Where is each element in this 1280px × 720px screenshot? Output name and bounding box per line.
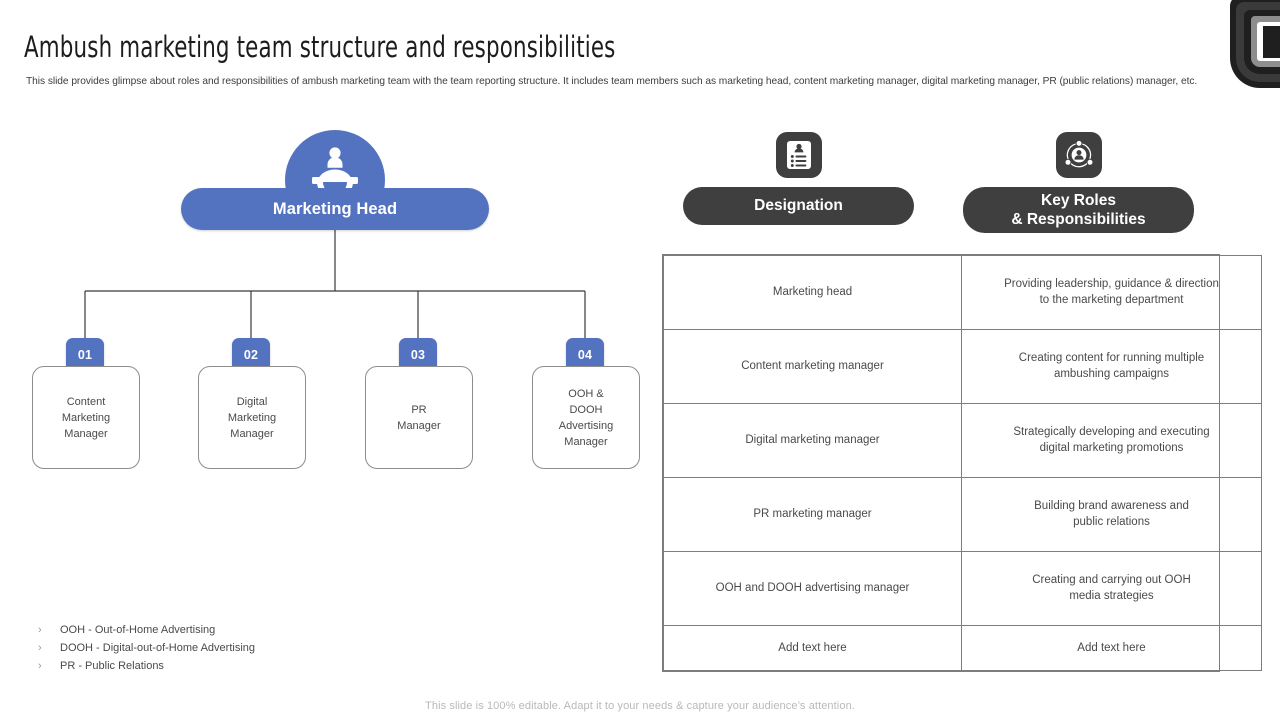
marketing-head-node[interactable]: Marketing Head xyxy=(181,188,489,230)
legend-item-label: PR - Public Relations xyxy=(60,660,164,672)
designation-header-pill: Designation xyxy=(683,187,914,225)
page-title: Ambush marketing team structure and resp… xyxy=(24,30,616,64)
table-row: Add text here Add text here xyxy=(663,624,1262,672)
key-roles-header-pill: Key Roles & Responsibilities xyxy=(963,187,1194,233)
legend-item: › OOH - Out-of-Home Advertising xyxy=(38,622,378,638)
badge-number: 02 xyxy=(243,348,259,362)
org-node-content-marketing-manager[interactable]: Content Marketing Manager xyxy=(32,366,140,469)
key-roles-column-header: Key Roles & Responsibilities xyxy=(938,132,1219,233)
abbreviation-legend: › OOH - Out-of-Home Advertising › DOOH -… xyxy=(38,622,378,676)
key-roles-header-label: Key Roles & Responsibilities xyxy=(1011,192,1146,228)
responsibilities-table: Marketing head Providing leadership, gui… xyxy=(662,254,1262,672)
chevron-right-icon: › xyxy=(38,660,42,672)
cell-responsibility: Creating and carrying out OOH media stra… xyxy=(961,550,1262,626)
table-row: Marketing head Providing leadership, gui… xyxy=(663,255,1262,330)
table-row: Digital marketing manager Strategically … xyxy=(663,402,1262,478)
cell-responsibility: Strategically developing and executing d… xyxy=(961,402,1262,478)
table-row: Content marketing manager Creating conte… xyxy=(663,328,1262,404)
cell-designation: OOH and DOOH advertising manager xyxy=(663,550,962,626)
badge-number: 03 xyxy=(410,348,426,362)
org-node-label: OOH & DOOH Advertising Manager xyxy=(558,387,614,448)
org-chart-connectors xyxy=(84,230,586,338)
chevron-right-icon: › xyxy=(38,624,42,636)
footer-note: This slide is 100% editable. Adapt it to… xyxy=(425,700,855,712)
cell-designation: Add text here xyxy=(663,624,962,672)
org-node-label: PR Manager xyxy=(397,403,441,432)
org-node-label: Digital Marketing Manager xyxy=(227,395,277,440)
chevron-right-icon: › xyxy=(38,642,42,654)
legend-item-label: OOH - Out-of-Home Advertising xyxy=(60,624,216,636)
page-subtitle: This slide provides glimpse about roles … xyxy=(26,75,1198,87)
legend-item: › PR - Public Relations xyxy=(38,658,378,674)
badge-number: 01 xyxy=(77,348,93,362)
person-network-icon xyxy=(1055,132,1102,178)
org-chart: Marketing Head 01 Content Marketing Mana… xyxy=(0,120,640,490)
org-node-label: Content Marketing Manager xyxy=(61,395,111,440)
org-node-digital-marketing-manager[interactable]: Digital Marketing Manager xyxy=(198,366,306,469)
cell-designation: Content marketing manager xyxy=(663,328,962,404)
org-node-ooh-dooh-advertising-manager[interactable]: OOH & DOOH Advertising Manager xyxy=(532,366,640,469)
corner-decoration xyxy=(1230,0,1280,108)
legend-item-label: DOOH - Digital-out-of-Home Advertising xyxy=(60,642,256,654)
badge-number: 04 xyxy=(577,348,593,362)
org-node-pr-manager[interactable]: PR Manager xyxy=(365,366,473,469)
cell-designation: PR marketing manager xyxy=(663,476,962,552)
table-row: OOH and DOOH advertising manager Creatin… xyxy=(663,550,1262,626)
legend-item: › DOOH - Digital-out-of-Home Advertising xyxy=(38,640,378,656)
cell-responsibility: Add text here xyxy=(961,624,1262,672)
table-row: PR marketing manager Building brand awar… xyxy=(663,476,1262,552)
clipboard-person-icon xyxy=(775,132,822,178)
marketing-head-label: Marketing Head xyxy=(272,199,398,218)
designation-header-label: Designation xyxy=(754,197,843,214)
cell-responsibility: Providing leadership, guidance & directi… xyxy=(961,255,1262,330)
cell-responsibility: Building brand awareness and public rela… xyxy=(961,476,1262,552)
cell-designation: Digital marketing manager xyxy=(663,402,962,478)
cell-designation: Marketing head xyxy=(663,255,962,330)
cell-responsibility: Creating content for running multiple am… xyxy=(961,328,1262,404)
designation-column-header: Designation xyxy=(660,132,937,225)
